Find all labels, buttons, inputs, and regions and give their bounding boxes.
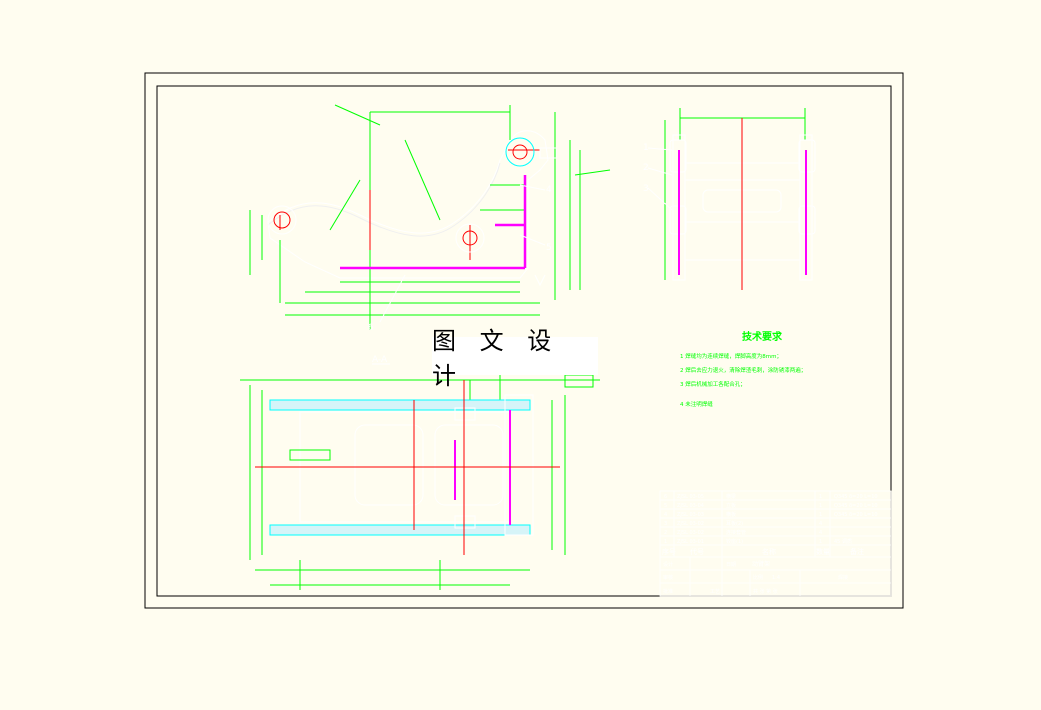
row-name: 横板 [726,511,736,518]
row-qty: 4 [819,530,822,536]
title-sheet: 共 张 第 张 [753,588,778,595]
row-note: Q345 δ=20 L=10 [834,512,878,518]
tech-item-2: 2 焊后去应力退火，清除焊渣毛刺，涂防锈漆两遍； [680,366,806,374]
row-code: ZJSL 03-04 [677,503,704,509]
tech-item-3: 3 焊后机械加工各配合孔； [680,380,746,388]
side-view [647,108,816,290]
row-no: 1 [664,539,667,545]
row-name: 铰座(1) [726,538,743,545]
row-qty: 1 [819,512,822,518]
row-name: 连接套管 [726,529,746,536]
header-name: 名称 [762,547,776,556]
title-material: 焊接 [838,574,848,581]
title-scale: 1:4 [772,575,780,581]
title-part-name: 动臂架 [752,560,770,568]
row-qty: 1 [819,494,822,500]
row-qty: 1 [819,539,822,545]
tech-item-4: 4 未注明焊缝 [680,400,713,408]
row-note: Q345 δ=20 L=10 [834,503,878,509]
row-code: ZJSL 03-02 [677,521,704,527]
callout-6: 6 [368,323,374,333]
callout-3: 3 [643,184,649,194]
row-no: 5 [664,503,667,509]
callout-1: 1 [643,143,649,153]
parts-table-text: 6 ZJSL 03-05 横梁 1 Q345 δ=20 L=10 5 ZJSL … [662,493,878,595]
watermark: 图 文 设 计 [432,327,598,390]
title-process: 工艺 [710,589,720,595]
row-code: ZJSL 03-05 [677,494,704,500]
title-scale-label: 比例 [753,574,763,581]
front-view [249,104,611,330]
section-label: A-A [372,355,388,365]
callout-2: 2 [643,163,649,173]
row-no: 2 [664,530,667,536]
header-qty: 数量 [816,547,830,556]
header-no: 序号 [662,547,676,556]
callout-4: 4 [546,185,552,195]
tech-requirements: 技术要求 1 焊缝均为连续焊缝，焊脚高度为8mm； 2 焊后去应力退火，清除焊渣… [680,330,806,408]
row-note: Q345 δ=20 L=10 [834,494,878,500]
tech-title: 技术要求 [742,330,783,343]
header-code: 代号 [690,547,704,556]
row-code: ZJSL 03-01 [677,539,704,545]
header-note: 备注 [850,547,864,556]
inner-frame [156,85,892,597]
row-qty: 4 [819,521,822,527]
outer-frame [144,72,904,609]
row-name: 立板 [726,502,736,509]
row-no: 6 [664,494,667,500]
row-qty: 1 [819,503,822,509]
row-name: 横梁 [726,493,736,500]
row-code: ZJSL 03-03 [677,512,704,518]
tech-item-1: 1 焊缝均为连续焊缝，焊脚高度为8mm； [680,352,782,360]
title-check: 审核 [663,574,673,581]
parts-table [659,490,892,597]
title-design: 设计 [663,561,673,568]
title-date: 日期 [726,562,736,568]
row-code: ZJSL 03-02 [677,530,704,536]
row-name: 耳板(2) [726,520,743,527]
title-approve: 批准 [663,588,673,595]
callout-5: 5 [546,243,552,253]
row-no: 3 [664,521,667,527]
section-view [240,374,600,590]
row-note: 45 调质 [834,538,852,545]
row-no: 4 [664,512,667,518]
